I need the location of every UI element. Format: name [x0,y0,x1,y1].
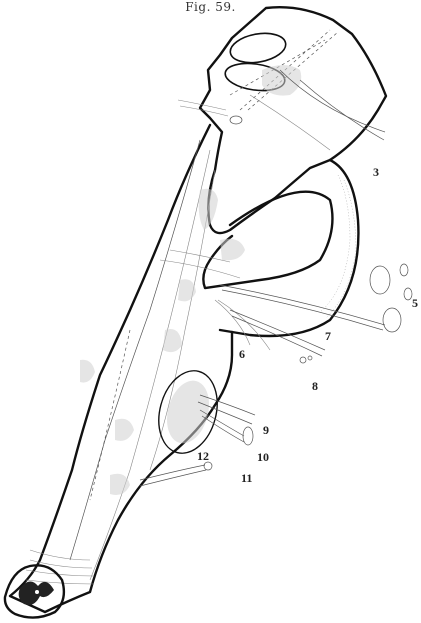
medulla-body [10,125,240,612]
label-9: 9 [263,423,269,437]
label-8: 8 [312,379,318,393]
label-3: 3 [373,165,379,179]
label-10: 10 [257,450,269,464]
olive-ellipse [150,364,226,460]
label-5: 5 [412,296,418,310]
label-12: 12 [197,449,209,463]
pons-loop [203,160,358,336]
label-11: 11 [241,471,252,485]
label-6: 6 [239,347,245,361]
label-7: 7 [325,329,331,343]
